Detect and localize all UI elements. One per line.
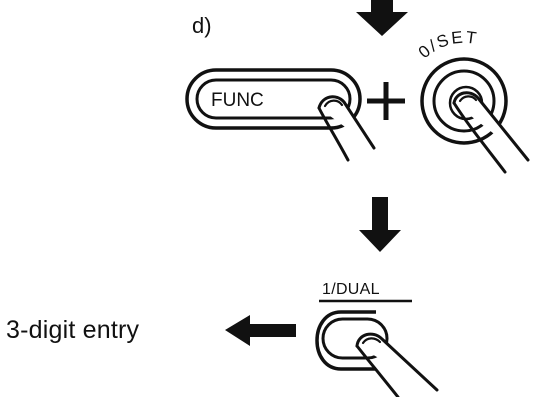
finger-func-icon: [317, 95, 376, 162]
step-label: d): [192, 13, 212, 38]
left-arrow-icon: [225, 315, 296, 346]
func-key-cap: [195, 78, 352, 120]
set-key-label: 0/SET: [415, 28, 480, 63]
entry-mode-label: 3-digit entry: [6, 316, 140, 344]
func-key-rim: [185, 68, 362, 130]
dual-key-cap: [321, 317, 389, 360]
plus-sign-icon: [367, 82, 405, 120]
set-key-cap: [432, 69, 496, 133]
dual-key-rim: [315, 310, 376, 371]
down-arrow-top-icon: [356, 0, 408, 36]
finger-set-icon: [452, 91, 530, 174]
finger-dual-icon: [355, 332, 439, 397]
dual-key-label: 1/DUAL: [322, 281, 380, 298]
down-arrow-middle-icon: [359, 197, 401, 252]
set-key-rim: [420, 57, 508, 145]
func-key-label: FUNC: [211, 90, 264, 111]
